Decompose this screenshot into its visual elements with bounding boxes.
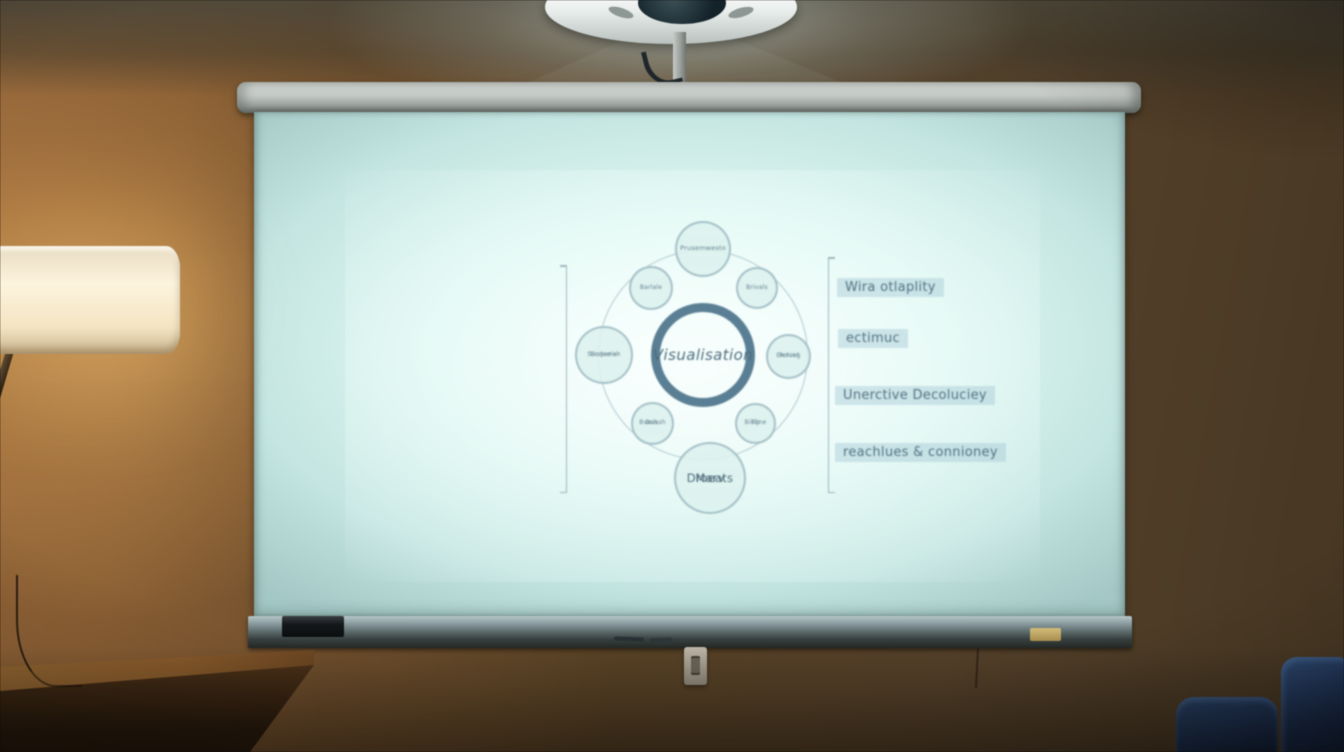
right-bracket — [828, 257, 835, 493]
slide: derta Imoenecy Noro Visualnating Coleoln… — [345, 170, 1040, 582]
slide-right-item: Wira otlaplity — [837, 278, 944, 297]
diagram-node-top: Prusemwesto — [675, 221, 731, 277]
node-label: Erching — [776, 352, 801, 360]
diagram-node-left: Tinqueial Sacdemon — [575, 326, 633, 384]
chair — [1176, 697, 1278, 752]
diagram-node-bottom-main: Droeats Marv — [674, 442, 746, 514]
diagram-node-top-right: Brivals — [736, 267, 778, 309]
lamp-shade — [0, 246, 180, 354]
whiteboard-marker — [649, 637, 673, 643]
power-outlet — [684, 647, 707, 685]
diagram-node-bottom-left: Bob. Bvaussh — [631, 402, 674, 445]
whiteboard-eraser — [282, 616, 344, 637]
outlet-socket — [691, 656, 700, 675]
node-label: Prusemwesto — [680, 244, 726, 253]
diagram-node-top-left: Barlale — [629, 266, 673, 310]
left-bracket — [560, 265, 567, 493]
chalk-eraser — [1030, 628, 1061, 641]
diagram-center-circle: Visualisation — [651, 303, 755, 407]
diagram-center-label: Visualisation — [652, 346, 754, 364]
chair — [1281, 657, 1344, 752]
node-label: Bvaussh — [639, 419, 666, 427]
node-label: Barlale — [639, 283, 663, 291]
projection-screen: derta Imoenecy Noro Visualnating Coleoln… — [254, 112, 1125, 618]
node-label: Bioline — [744, 419, 767, 427]
diagram-node-right: Texuel Erching — [766, 334, 811, 379]
node-label: Sacdemon — [587, 350, 621, 358]
slide-right-item: ectimuc — [838, 329, 909, 348]
diagram-node-bottom-right: Tip Bioline — [735, 403, 776, 444]
screen-housing — [237, 82, 1141, 113]
marker-tray — [248, 616, 1132, 648]
node-label: Marv — [695, 470, 725, 485]
slide-right-item: Unerctive Decoluciey — [835, 386, 995, 405]
node-label: Brivals — [746, 283, 768, 291]
whiteboard-marker — [613, 636, 645, 642]
slide-right-item: reachlues & connioney — [835, 443, 1006, 462]
